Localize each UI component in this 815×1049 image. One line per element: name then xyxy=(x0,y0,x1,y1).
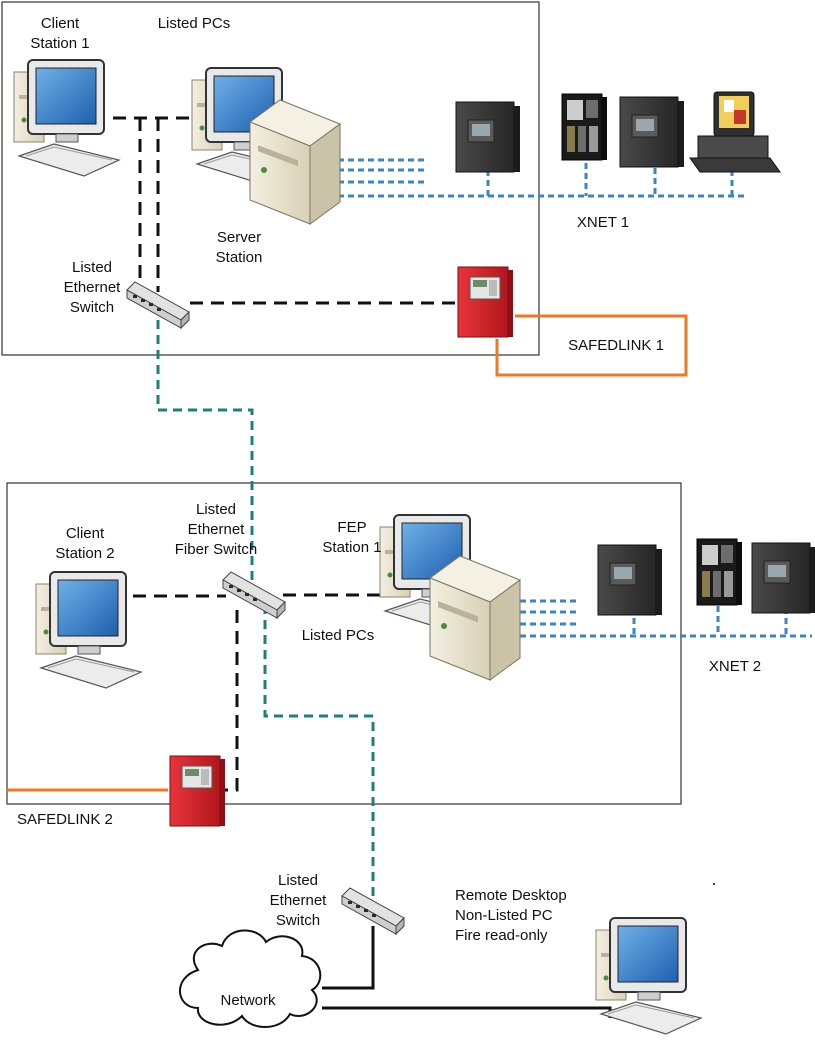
top-ethernet-lines xyxy=(113,116,457,305)
network-cloud-icon xyxy=(179,929,322,1028)
middle-ethernet-lines xyxy=(112,593,393,792)
fiber-lines xyxy=(156,320,375,900)
listed-pcs-middle-label: Listed PCs xyxy=(301,627,375,644)
safedlink1-red-panel-icon xyxy=(457,266,514,338)
remote-desktop-pc-icon xyxy=(595,917,702,1035)
middle-building-box xyxy=(6,482,682,805)
listed-pcs-top-label: Listed PCs xyxy=(157,15,231,32)
xnet1-panel-2-icon xyxy=(561,93,608,161)
ethernet-fiber-switch-icon xyxy=(222,571,286,619)
xnet1-workstation-icon xyxy=(689,91,781,173)
xnet2-panel-2-icon xyxy=(696,538,743,606)
xnet1-panel-1-icon xyxy=(455,101,521,173)
client-station-1-pc-icon xyxy=(13,59,120,177)
safedlink2-red-panel-icon xyxy=(169,755,226,827)
safedlink-1-label: SAFEDLINK 1 xyxy=(568,337,664,354)
xnet-2-label: XNET 2 xyxy=(708,658,762,675)
xnet2-lines xyxy=(520,599,812,638)
fep-station-tower-icon xyxy=(429,555,521,681)
xnet1-lines xyxy=(338,158,745,198)
xnet-1-label: XNET 1 xyxy=(576,214,630,231)
safedlink1-loop xyxy=(495,314,688,377)
xnet2-panel-3-icon xyxy=(751,542,815,614)
server-station-tower-icon xyxy=(249,99,341,225)
stray-dot xyxy=(713,883,715,885)
network-label: Network xyxy=(220,992,276,1009)
safedlink-2-label: SAFEDLINK 2 xyxy=(17,811,113,828)
top-building-box xyxy=(1,1,540,356)
xnet1-panel-3-icon xyxy=(619,96,685,168)
xnet2-panel-1-icon xyxy=(597,544,663,616)
client-station-2-pc-icon xyxy=(35,571,142,689)
